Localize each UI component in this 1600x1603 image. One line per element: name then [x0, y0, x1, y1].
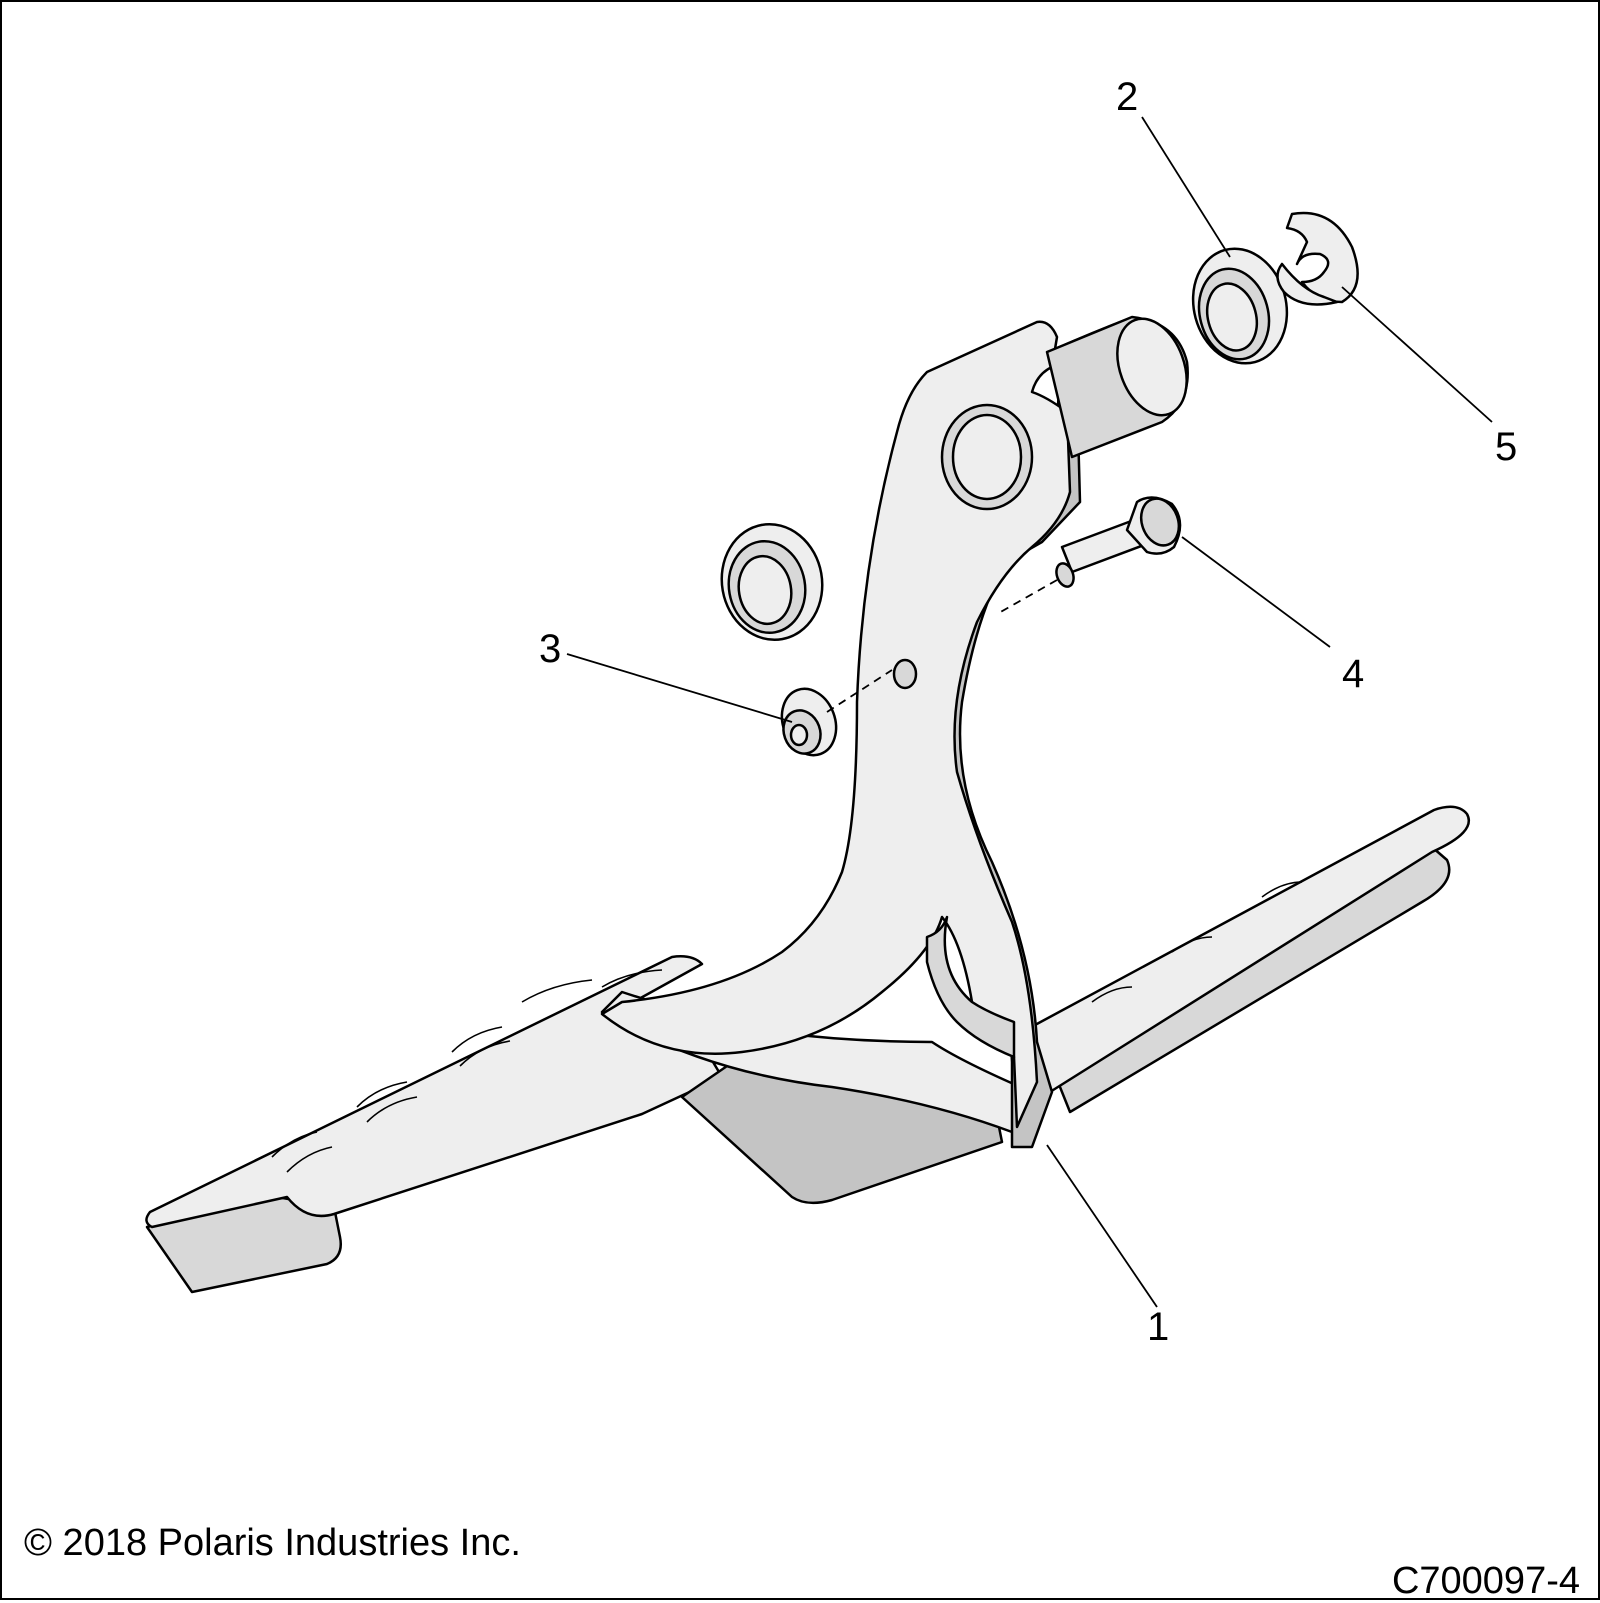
pivot-tube	[1045, 315, 1189, 459]
leader-5	[1341, 286, 1493, 423]
stop-bolt	[996, 496, 1182, 615]
bushing-upper	[1191, 247, 1289, 365]
leader-2	[1141, 116, 1231, 258]
leader-3	[566, 653, 793, 723]
callout-2: 2	[1116, 75, 1138, 119]
callout-1: 1	[1147, 1305, 1169, 1349]
leader-1	[1046, 1144, 1158, 1308]
flange-nut	[780, 669, 893, 757]
leader-lines	[566, 116, 1493, 1308]
pedal-left-pad	[145, 955, 724, 1294]
leader-4	[1181, 536, 1331, 648]
drawing-number: C700097-4	[1391, 1560, 1580, 1602]
pedal-arm	[600, 320, 1082, 1149]
callout-4: 4	[1342, 652, 1364, 696]
pedal-right-pad	[1020, 805, 1470, 1114]
e-clip	[1276, 211, 1359, 306]
copyright-notice: © 2018 Polaris Industries Inc.	[24, 1522, 521, 1564]
bushing-lower	[720, 522, 824, 642]
callout-3: 3	[539, 627, 561, 671]
callout-5: 5	[1495, 425, 1517, 469]
